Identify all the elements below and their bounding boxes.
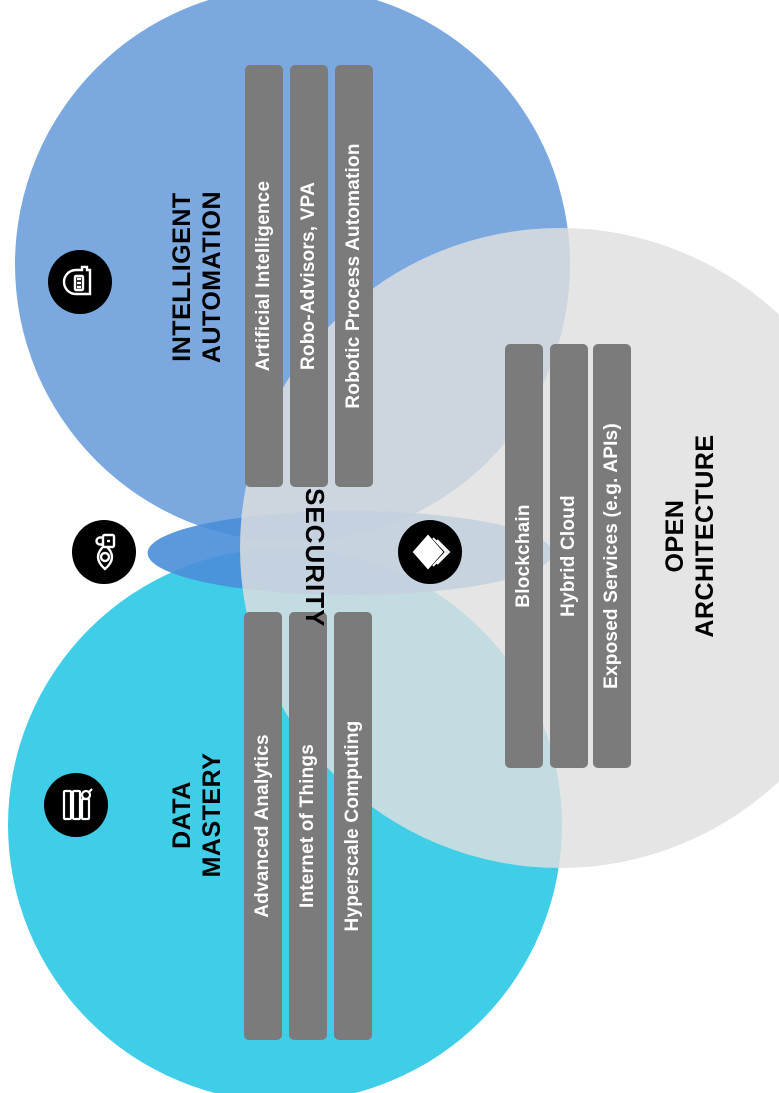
oa-item-exposed-services: Exposed Services (e.g. APIs)	[593, 344, 631, 768]
oa-heading-line2: ARCHITECTURE	[691, 434, 719, 638]
server-search-icon	[44, 773, 108, 837]
ia-item-robo-advisors: Robo-Advisors, VPA	[290, 65, 328, 487]
robot-head-icon	[48, 250, 112, 314]
dm-heading: DATA MASTERY	[167, 735, 227, 895]
oa-item-hybrid-cloud: Hybrid Cloud	[550, 344, 588, 768]
ia-heading-line1: INTELLIGENT	[168, 192, 196, 362]
dm-heading-line1: DATA	[168, 781, 196, 849]
oa-heading: OPEN ARCHITECTURE	[660, 406, 720, 666]
dm-item-internet-of-things: Internet of Things	[289, 612, 327, 1040]
dm-heading-line2: MASTERY	[198, 752, 226, 878]
oa-heading-line1: OPEN	[661, 499, 689, 573]
ia-item-artificial-intelligence: Artificial Intelligence	[245, 65, 283, 487]
ia-heading-line2: AUTOMATION	[198, 190, 226, 364]
ia-heading: INTELLIGENT AUTOMATION	[167, 157, 227, 397]
security-label: SECURITY	[300, 488, 330, 628]
stacked-layers-icon	[398, 520, 462, 584]
oa-item-blockchain: Blockchain	[505, 344, 543, 768]
dm-item-hyperscale-computing: Hyperscale Computing	[334, 612, 372, 1040]
dm-item-advanced-analytics: Advanced Analytics	[244, 612, 282, 1040]
eye-lock-icon	[72, 520, 136, 584]
ia-item-robotic-process-automation: Robotic Process Automation	[335, 65, 373, 487]
